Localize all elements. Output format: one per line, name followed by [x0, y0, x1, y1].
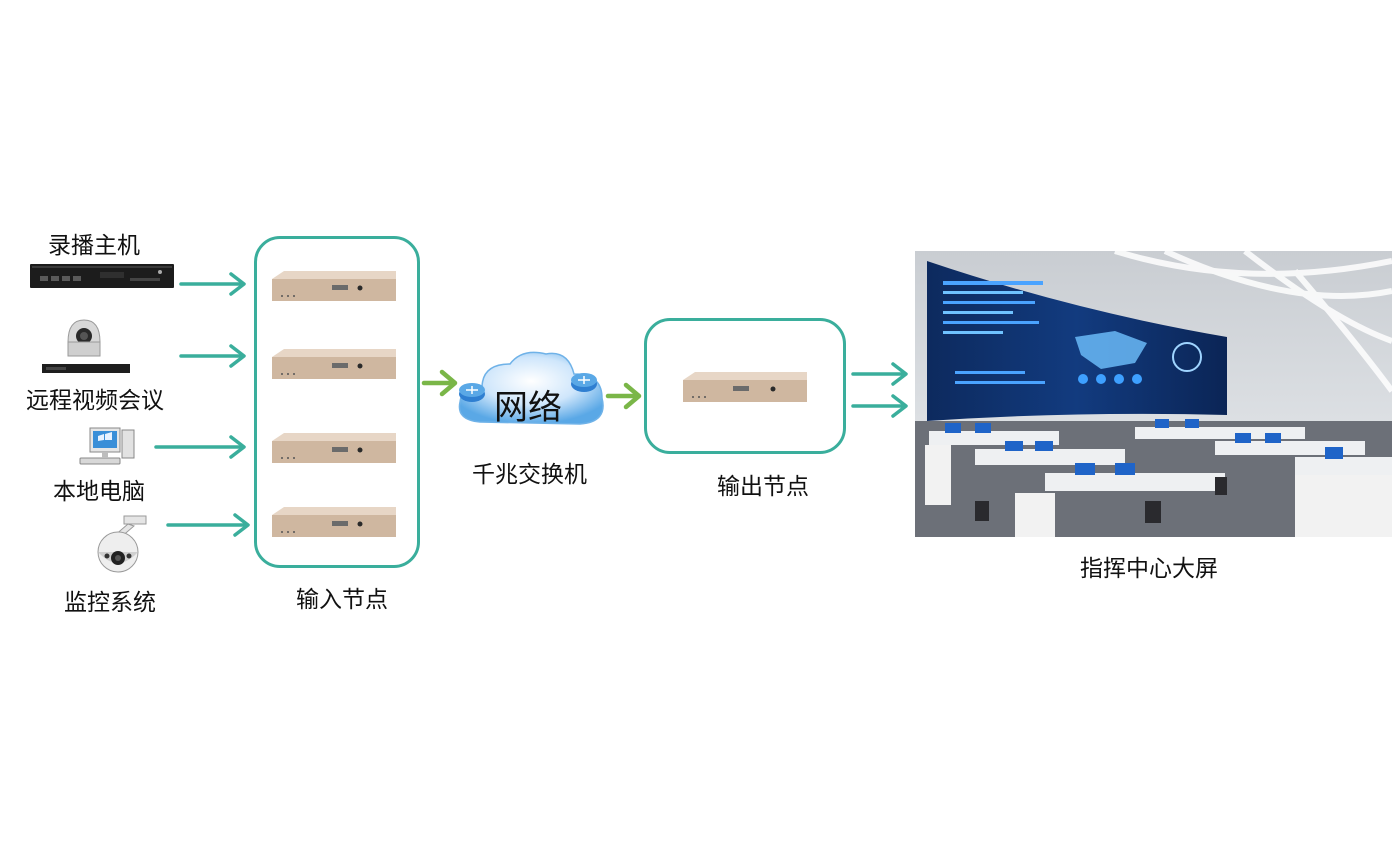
- input-node-device-1: [272, 271, 396, 303]
- input-nodes-box: [254, 236, 420, 568]
- recording-host-icon: [30, 262, 174, 290]
- input-node-device-4: [272, 507, 396, 539]
- source-label-recording-host: 录播主机: [48, 233, 140, 259]
- input-nodes-label: 输入节点: [296, 587, 388, 613]
- output-node-device: [683, 372, 807, 404]
- input-node-device-2: [272, 349, 396, 381]
- network-cloud-text: 网络: [494, 388, 562, 428]
- source-label-surveillance: 监控系统: [64, 590, 156, 616]
- network-cloud-icon: [452, 344, 612, 440]
- video-conference-camera-icon: [38, 312, 134, 376]
- desktop-computer-icon: [70, 426, 140, 470]
- input-node-device-3: [272, 433, 396, 465]
- source-label-video-conference: 远程视频会议: [26, 388, 164, 414]
- output-node-label: 输出节点: [717, 474, 809, 500]
- display-label: 指挥中心大屏: [1080, 556, 1218, 582]
- source-label-local-pc: 本地电脑: [53, 479, 145, 505]
- command-center-photo: [915, 251, 1392, 537]
- dome-camera-icon: [84, 514, 154, 576]
- network-switch-label: 千兆交换机: [472, 462, 587, 488]
- output-node-box: [644, 318, 846, 454]
